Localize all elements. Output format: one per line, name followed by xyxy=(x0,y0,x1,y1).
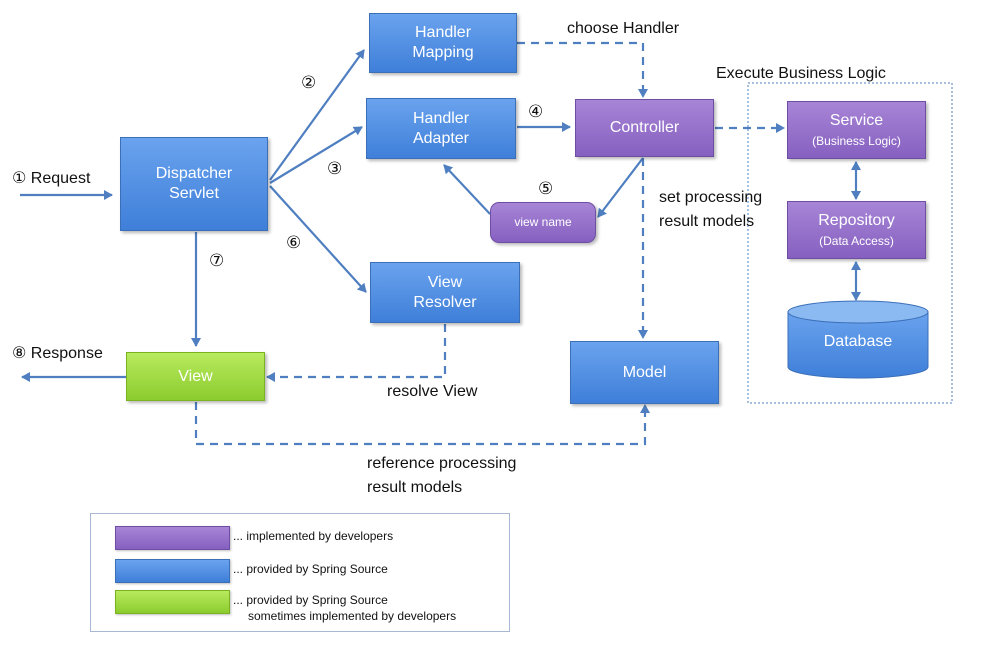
database-cylinder xyxy=(787,300,929,379)
dispatcher-servlet-box: Dispatcher Servlet xyxy=(120,137,268,231)
repository-title: Repository xyxy=(818,212,895,229)
model-box: Model xyxy=(570,341,719,404)
response-label: ⑧ Response xyxy=(12,345,103,362)
service-title: Service xyxy=(829,112,884,129)
arrow-to-view-resolver xyxy=(269,185,367,293)
legend-text-blue: ... provided by Spring Source xyxy=(233,562,388,576)
arrow-to-handler-mapping xyxy=(269,49,365,181)
reference-processing-line1: reference processing xyxy=(367,455,517,472)
set-processing-line1: set processing xyxy=(659,189,763,206)
arrow-controller-to-viewname xyxy=(597,157,644,218)
step-4: ④ xyxy=(528,102,544,121)
model-label: Model xyxy=(622,363,667,381)
arrow-to-handler-adapter xyxy=(269,126,363,184)
database-label: Database xyxy=(823,333,893,350)
legend-swatch-purple xyxy=(115,526,230,550)
step-6: ⑥ xyxy=(286,233,302,252)
step-2: ② xyxy=(301,73,317,92)
view-box: View xyxy=(126,352,265,401)
view-name-box: view name xyxy=(490,202,596,243)
handler-adapter-line2: Adapter xyxy=(412,129,470,147)
view-resolver-line2: Resolver xyxy=(413,293,477,311)
controller-box: Controller xyxy=(575,99,714,157)
step-5: ⑤ xyxy=(538,179,554,198)
arrow-resolve-view xyxy=(266,324,447,382)
choose-handler-label: choose Handler xyxy=(567,20,680,37)
step-7: ⑦ xyxy=(209,251,225,270)
dispatcher-servlet-line1: Dispatcher xyxy=(155,165,233,182)
set-processing-line2: result models xyxy=(659,213,755,230)
dispatcher-servlet-line2: Servlet xyxy=(169,185,219,202)
handler-adapter-box: Handler Adapter xyxy=(366,98,516,159)
handler-adapter-line1: Handler xyxy=(412,109,470,127)
view-name-label: view name xyxy=(514,215,572,229)
request-label: ① Request xyxy=(12,170,91,187)
handler-mapping-line2: Mapping xyxy=(412,44,474,61)
legend-text-green-line2: sometimes implemented by developers xyxy=(248,609,457,623)
service-sub: (Business Logic) xyxy=(812,134,901,148)
reference-processing-line2: result models xyxy=(367,479,463,496)
legend-swatch-green xyxy=(115,590,230,614)
execute-business-logic-label: Execute Business Logic xyxy=(716,65,886,82)
view-label: View xyxy=(178,367,213,385)
repository-sub: (Data Access) xyxy=(819,234,894,248)
handler-mapping-box: Handler Mapping xyxy=(369,13,517,73)
arrow-choose-handler xyxy=(517,41,648,98)
repository-box: Repository (Data Access) xyxy=(787,201,926,259)
legend: ... implemented by developers ... provid… xyxy=(90,513,510,632)
business-logic-frame xyxy=(747,82,953,404)
service-box: Service (Business Logic) xyxy=(787,101,926,159)
view-resolver-box: View Resolver xyxy=(370,262,520,323)
legend-text-green-line1: ... provided by Spring Source xyxy=(233,593,388,607)
legend-swatch-blue xyxy=(115,559,230,583)
resolve-view-label: resolve View xyxy=(387,383,478,400)
arrow-reference-model xyxy=(194,402,650,446)
controller-label: Controller xyxy=(609,119,680,136)
handler-mapping-line1: Handler xyxy=(414,24,472,41)
step-3: ③ xyxy=(327,159,343,178)
view-resolver-line1: View xyxy=(427,273,463,291)
arrow-viewname-to-adapter xyxy=(443,164,491,215)
legend-text-purple: ... implemented by developers xyxy=(233,529,394,543)
